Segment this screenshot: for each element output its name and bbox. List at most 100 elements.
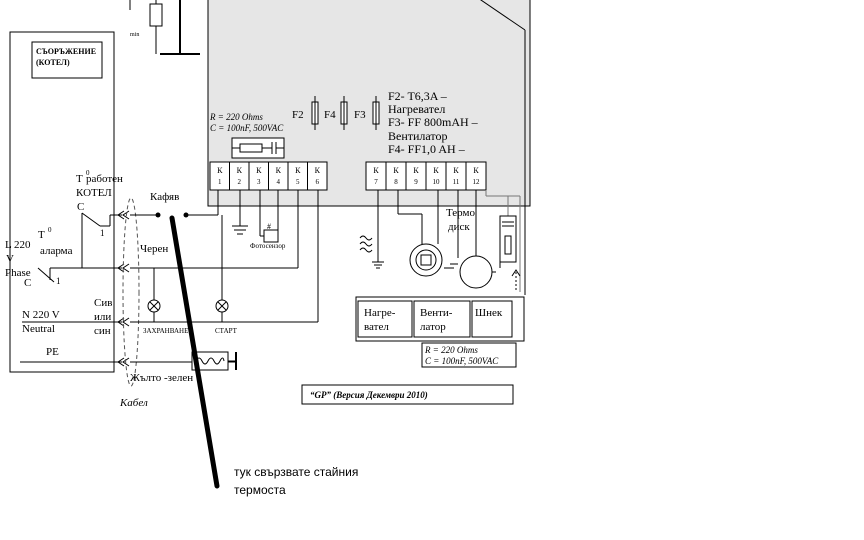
thermo-label-2: диск [448, 221, 470, 233]
fuse-desc-4: Вентилатор [388, 129, 448, 143]
heater-label-2: вател [364, 321, 389, 333]
cable-label: Кабел [119, 397, 148, 409]
fuse-f2 [311, 96, 319, 130]
fuse-desc-3: F3- FF 800mAH – [388, 115, 479, 129]
t-alarm-t: T [38, 229, 45, 241]
boiler-box-line1: СЪОРЪЖЕНИЕ [36, 47, 96, 56]
terminal-right-num: 10 [433, 178, 441, 186]
loads-outline [355, 296, 525, 342]
t-alarm-c: C [24, 277, 31, 289]
fan-label-2: латор [420, 321, 446, 333]
pe-ground-block [191, 351, 237, 371]
heater-element [359, 190, 384, 269]
rc-right-c: C = 100nF, 500VAC [425, 356, 499, 366]
min-label: min [130, 32, 139, 38]
t-alarm-text: аларма [40, 245, 73, 257]
t-alarm-sup: 0 [48, 226, 52, 234]
fuse-f2-label: F2 [292, 109, 304, 121]
rc-right-arrow [511, 269, 521, 277]
t-work-t: T [76, 173, 83, 185]
fuse-f3 [372, 96, 380, 130]
version-label: “GP” (Версия Декември 2010) [310, 390, 428, 400]
version-box [301, 384, 514, 405]
terminal-right-k: К [393, 166, 399, 175]
terminal-left-k: К [276, 166, 282, 175]
terminal-right-num: 7 [374, 178, 378, 186]
terminal-right-k: К [413, 166, 419, 175]
rc-snubber-left [231, 137, 285, 159]
fan-box [413, 300, 471, 338]
alarm-thermostat-switch [37, 267, 55, 283]
or-label: или [94, 311, 111, 323]
t-work-sup: 0 [86, 169, 90, 177]
auger-box [471, 300, 513, 338]
connector-markers [117, 210, 130, 367]
note-line-1: тук свързвате стайния [234, 465, 358, 479]
terminal-right-k: К [473, 166, 479, 175]
terminal-left-num: 3 [257, 178, 261, 186]
rc-left-c: C = 100nF, 500VAC [210, 123, 284, 133]
l-v-label: V [6, 253, 14, 265]
terminal-wiring-left [198, 190, 319, 322]
terminal-right-k: К [373, 166, 379, 175]
note-line-2: термоста [234, 483, 286, 497]
terminal-left-k: К [217, 166, 223, 175]
terminal-left-num: 4 [277, 178, 281, 186]
start-lamp-label: СТАРТ [215, 327, 238, 335]
terminal-left-num: 6 [316, 178, 320, 186]
brown-wire-node-2 [183, 212, 189, 218]
t-alarm-1: 1 [56, 276, 61, 286]
power-lamp [147, 268, 161, 322]
terminal-right-num: 12 [473, 178, 481, 186]
n-220-label: N 220 V [22, 309, 60, 321]
start-lamp [215, 215, 229, 322]
work-thermostat-switch [81, 212, 122, 268]
terminal-right-num: 11 [453, 178, 460, 186]
terminal-left-num: 2 [238, 178, 242, 186]
brown-label: Кафяв [150, 191, 179, 203]
terminal-right-k: К [433, 166, 439, 175]
fuse-desc-5: F4- FF1,0 AH – [388, 142, 466, 156]
fan-label-1: Венти- [420, 307, 453, 319]
boiler-outline [9, 31, 115, 373]
cable-ellipse [122, 197, 140, 387]
terminal-block-right: К 7 К 8 К 9 К 10 К 11 К 12 [365, 161, 487, 191]
terminal-left-k: К [295, 166, 301, 175]
blue-label: син [94, 325, 111, 337]
neutral-label: Neutral [22, 323, 55, 335]
t-work-kotel: КОТЕЛ [76, 187, 112, 199]
heater-label-1: Нагре- [364, 307, 396, 319]
rc-right-r: R = 220 Ohms [424, 345, 478, 355]
terminal-right-k: К [453, 166, 459, 175]
terminal-left-num: 5 [296, 178, 300, 186]
fuse-desc-2: Нагревател [388, 102, 445, 116]
t-work-1: 1 [100, 228, 105, 238]
fuse-f4-label: F4 [324, 109, 336, 121]
fuse-desc-1: F2- T6,3A – [388, 89, 448, 103]
power-lamp-label: ЗАХРАНВАНЕ [143, 327, 188, 335]
controller-corner-line [480, 0, 526, 31]
photosensor-mark: # [267, 222, 271, 231]
t-work-text: работен [86, 173, 123, 185]
l-220-label: L 220 [5, 239, 31, 251]
room-thermostat-marker [169, 215, 220, 489]
terminal-left-num: 1 [218, 178, 222, 186]
heater-box [357, 300, 413, 338]
fuse-f4 [340, 96, 348, 130]
photosensor-label: Фотосензор [250, 242, 286, 250]
thermo-disc [437, 190, 496, 289]
min-potentiometer [129, 0, 200, 55]
auger-label: Шнек [475, 307, 503, 319]
t-work-c: C [77, 201, 84, 213]
terminal-left-k: К [256, 166, 262, 175]
terminal-right-num: 9 [414, 178, 418, 186]
pe-label: PE [46, 346, 59, 358]
terminal-right-num: 8 [394, 178, 398, 186]
brown-wire-node [155, 212, 161, 218]
terminal-left-k: К [315, 166, 321, 175]
rc-left-r: R = 220 Ohms [209, 112, 263, 122]
terminal-left-cell [307, 161, 328, 191]
